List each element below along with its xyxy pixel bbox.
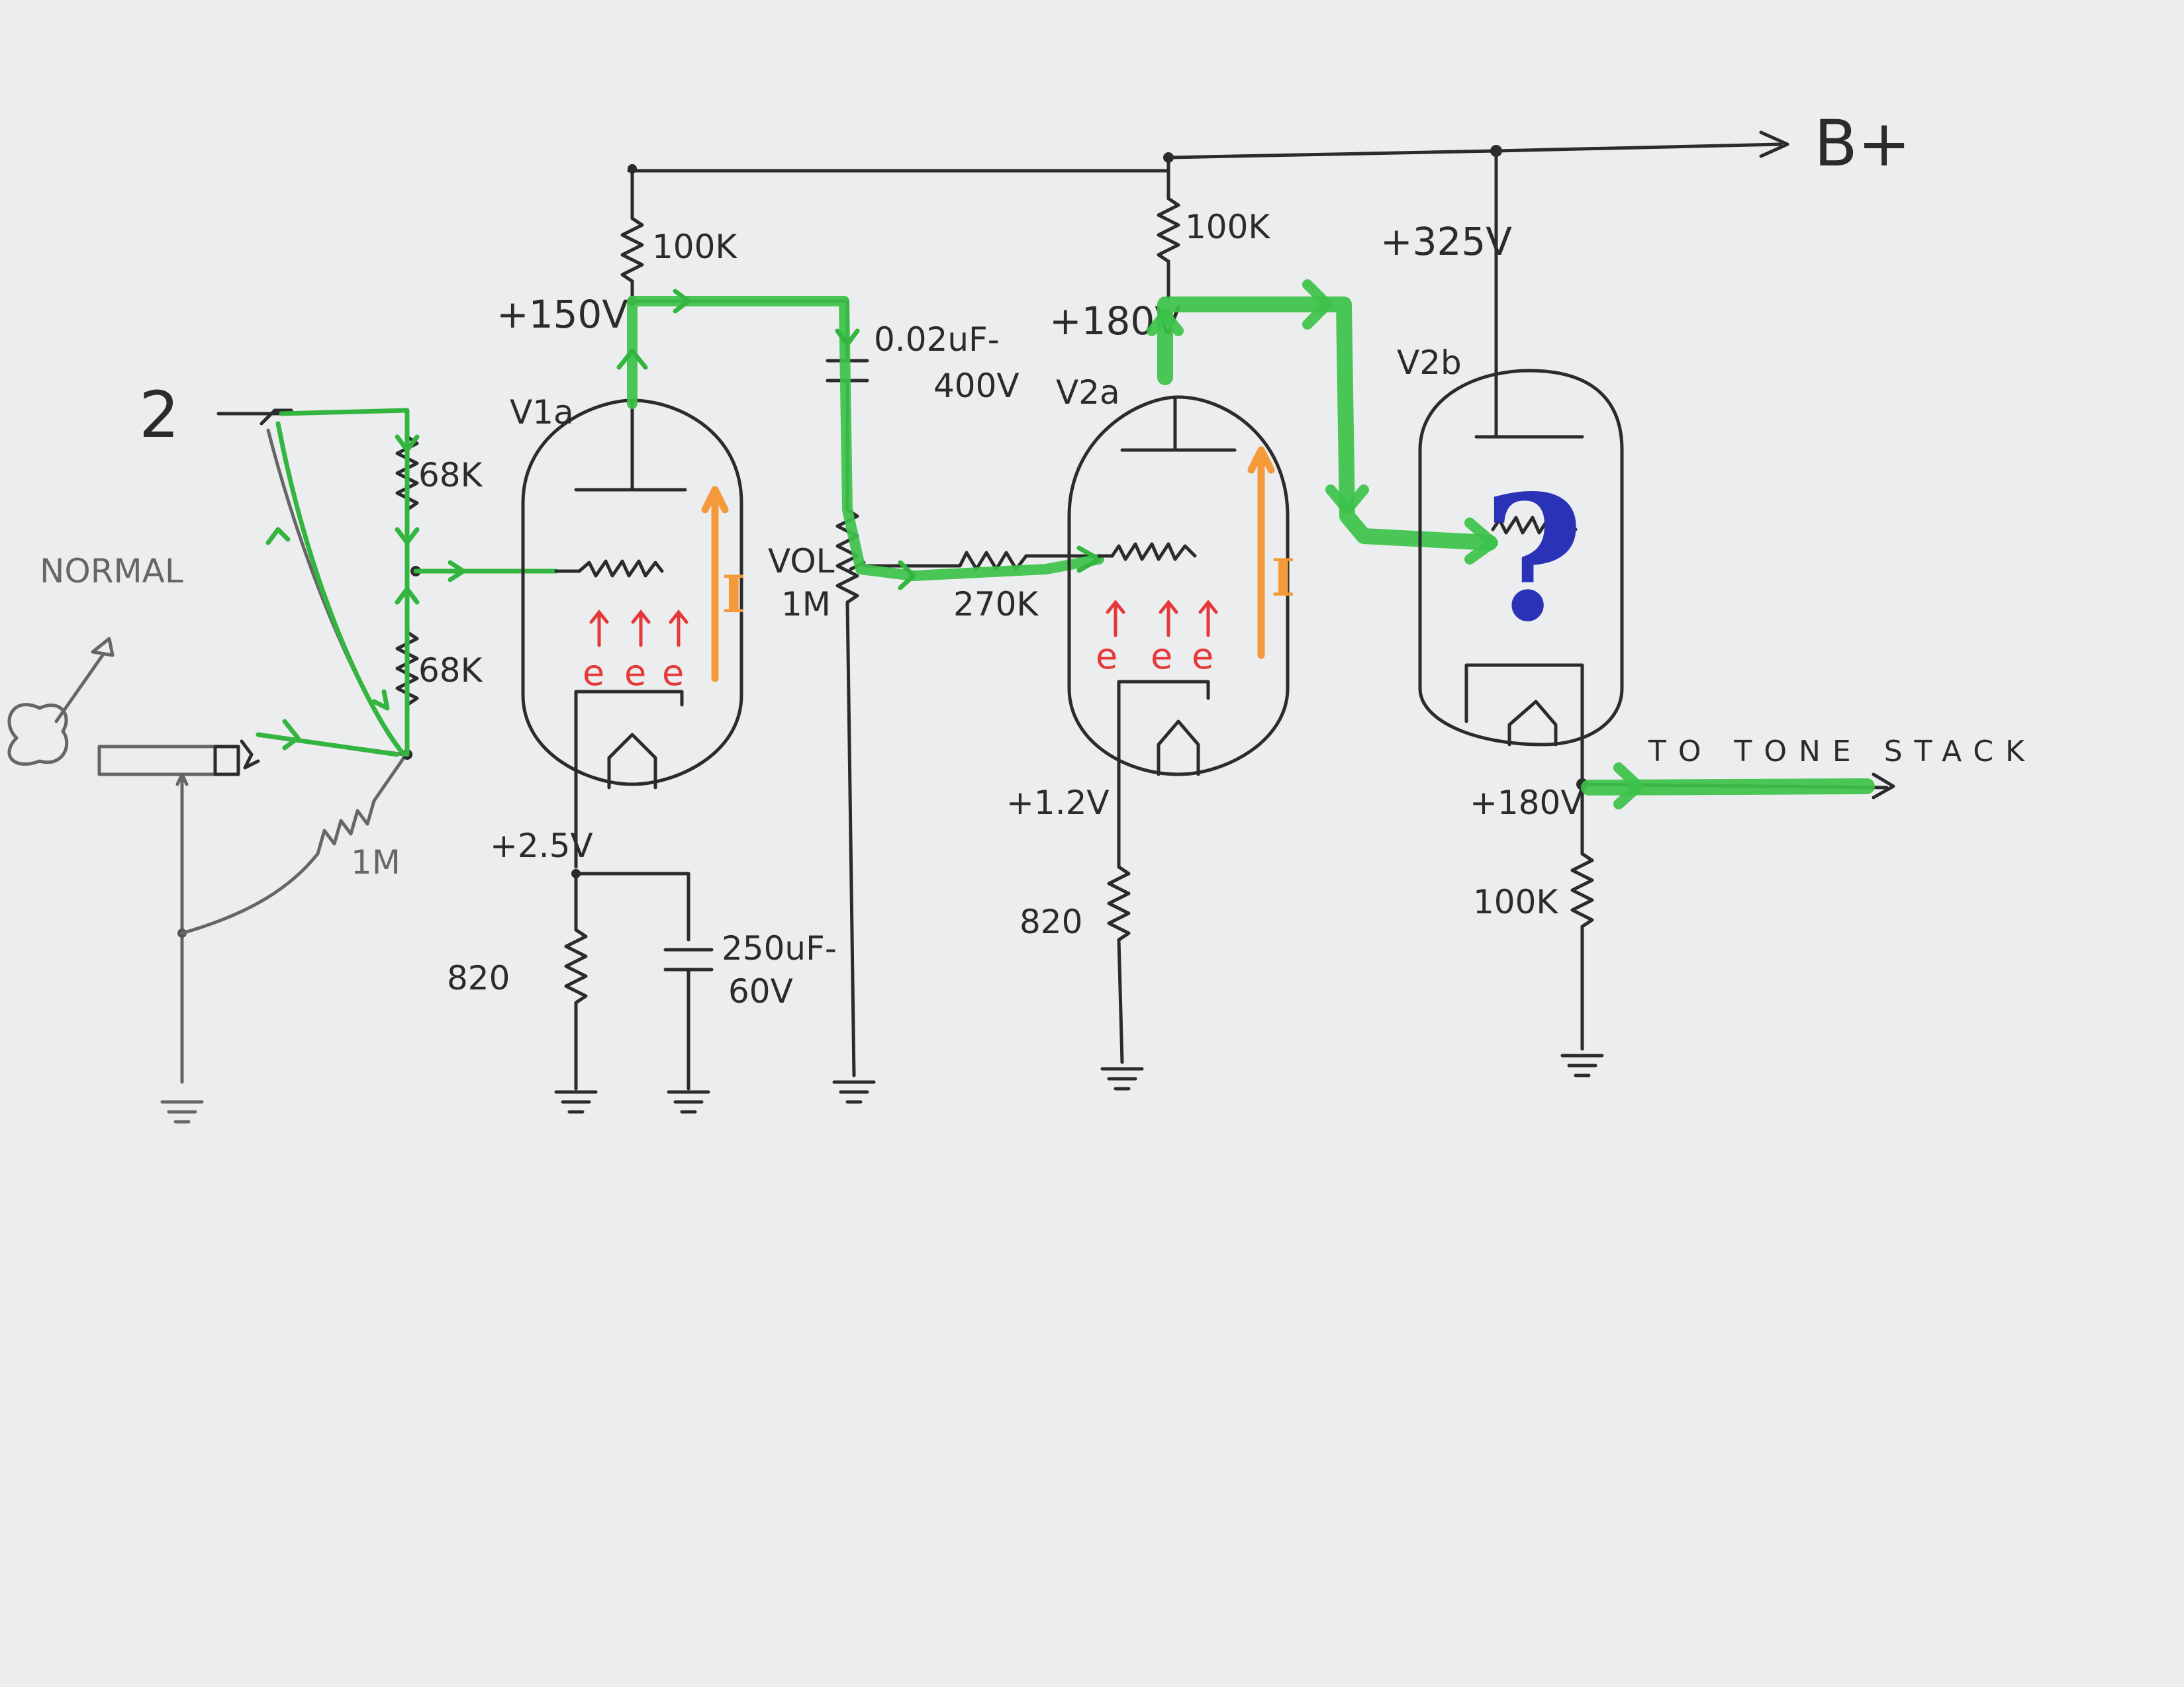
ground-v2a-cathode	[1100, 1067, 1144, 1091]
resistor-v2a-plate-100k	[1157, 197, 1180, 263]
bypass-cap-value-label: 250uF-	[722, 929, 837, 968]
current-v2a-label: I	[1271, 548, 1296, 608]
resistor-v1a-cathode-820	[564, 928, 588, 1005]
v1a-plate-v-label: +150V	[497, 292, 628, 337]
v1a-electron-flow: e e e I	[583, 486, 746, 694]
electron-v2a-2: e	[1151, 635, 1172, 677]
v2a-cathode-r-label: 820	[1020, 903, 1082, 941]
electron-v1a-3: e	[662, 652, 684, 694]
b-plus-label: B+	[1814, 107, 1911, 181]
resistor-v2b-cathode-100k	[1570, 852, 1594, 929]
r-68k-top-label: 68K	[418, 456, 483, 494]
vol-label: VOL	[768, 542, 835, 580]
r-1m-input-label: 1M	[351, 843, 401, 882]
v1a-plate-r-label: 100K	[652, 228, 737, 266]
electron-v1a-2: e	[624, 652, 646, 694]
v2b-cathode-r-label: 100K	[1473, 883, 1558, 921]
v1a-cathode-r-label: 820	[447, 959, 510, 997]
electron-v2a-1: e	[1096, 635, 1117, 677]
to-tone-stack-label: TO TONE STACK	[1648, 735, 2036, 768]
v1a-cathode-v-label: +2.5V	[490, 827, 593, 865]
guitar-icon	[7, 637, 115, 766]
coupling-cap-rating-label: 400V	[933, 367, 1020, 405]
bypass-cap-rating-label: 60V	[728, 972, 793, 1011]
signal-path-output	[1581, 762, 1875, 809]
r-68k-bottom-label: 68K	[418, 651, 483, 690]
v2b-label: V2b	[1397, 343, 1462, 382]
v2a-plate-r-label: 100K	[1185, 208, 1270, 246]
coupling-and-volume: 0.02uF- 400V VOL 1M 270K	[616, 289, 1114, 1104]
input-section: NORMAL 2 1M	[7, 378, 559, 1124]
input-2-label: 2	[139, 378, 179, 452]
ground-v1a-bypass	[667, 1090, 710, 1114]
coupling-cap-value-label: 0.02uF-	[874, 320, 1000, 359]
v2b-plate-v-label: +325V	[1380, 219, 1512, 264]
signal-path-v1a-out	[616, 289, 1104, 590]
tube-v1a: V1a 100K +150V e e e I +2.5V 820 250uF-	[447, 164, 837, 1114]
current-v1a-label: I	[722, 565, 746, 625]
ground-input	[160, 1100, 204, 1124]
signal-path-v2a-out	[1147, 279, 1498, 565]
vol-value-label: 1M	[781, 585, 831, 623]
resistor-68k-bottom	[395, 630, 419, 707]
question-mark: ?	[1483, 458, 1584, 660]
electron-v1a-1: e	[583, 652, 604, 694]
resistor-v2a-cathode-820	[1107, 865, 1131, 942]
ground-v2b-cathode	[1560, 1054, 1604, 1077]
v2a-cathode-v-label: +1.2V	[1006, 784, 1110, 822]
tube-v2a: V2a 100K +180V e e e I +1.2V 820	[1006, 156, 1498, 1091]
tube-v2b: V2b +325V ? +180V 100K TO TONE STACK	[1380, 149, 2036, 1077]
b-plus-rail: B+	[627, 107, 1911, 181]
r-270k-label: 270K	[953, 585, 1039, 623]
resistor-1m-input	[316, 756, 406, 856]
input-jack	[97, 739, 260, 776]
ground-v1a-cathode	[554, 1090, 598, 1114]
v2b-cathode-v-label: +180V	[1470, 784, 1584, 822]
v1a-label: V1a	[510, 393, 574, 432]
normal-label: NORMAL	[40, 552, 183, 590]
signal-path-input	[256, 408, 559, 757]
v2a-electron-flow: e e e I	[1096, 446, 1296, 677]
ground-volume	[832, 1080, 876, 1104]
v2a-label: V2a	[1056, 373, 1120, 412]
resistor-v1a-plate-100k	[620, 216, 644, 283]
electron-v2a-3: e	[1192, 635, 1213, 677]
